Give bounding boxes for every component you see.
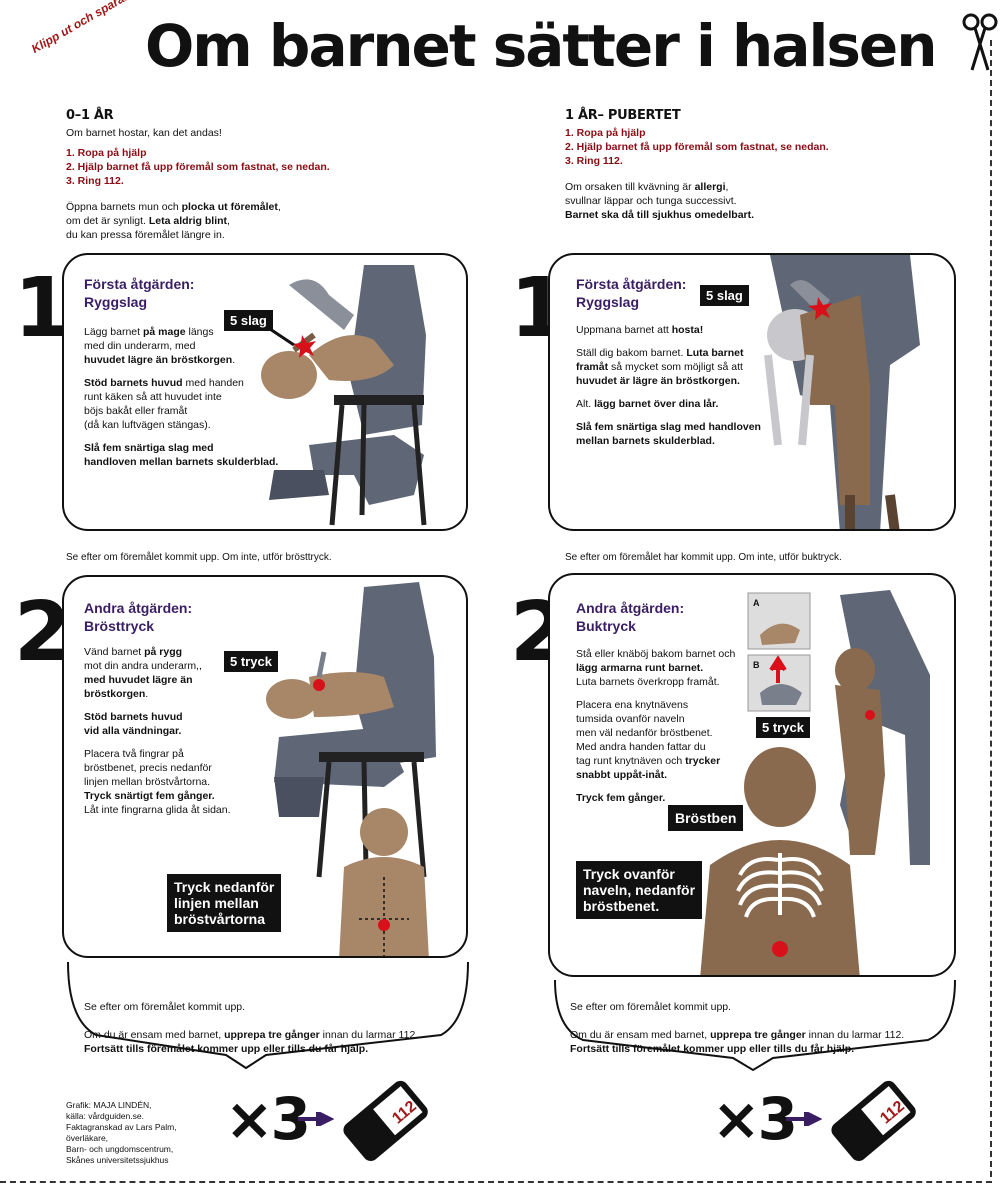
abdominal-thrust-location-label: Tryck ovanför naveln, nedanför bröstbene… xyxy=(576,861,703,919)
left-age-heading: 0–1 ÅR xyxy=(66,108,114,123)
sternum-label: Bröstben xyxy=(668,805,744,831)
chest-thrust-location-label: Tryck nedanför linjen mellan bröstvårtor… xyxy=(167,874,282,932)
right-panel2-text: Stå eller knäböj bakom barnet och lägg a… xyxy=(576,648,736,804)
right-five-blows-tag: 5 slag xyxy=(700,285,749,306)
right-arrow-icon xyxy=(786,1112,822,1126)
left-check-note-1: Se efter om föremålet kommit upp. Om int… xyxy=(66,552,332,563)
cut-line-bottom xyxy=(0,1181,992,1183)
left-step-number-1: 1 xyxy=(14,261,71,356)
right-five-thrusts-tag: 5 tryck xyxy=(756,717,810,738)
credits: Grafik: MAJA LINDÉN, källa: vårdguiden.s… xyxy=(66,1100,177,1165)
right-age-heading: 1 ÅR– PUBERTET xyxy=(565,108,681,123)
right-steps: 1. Ropa på hjälp 2. Hjälp barnet få upp … xyxy=(565,127,829,167)
right-allergy-text: Om orsaken till kvävning är allergi, svu… xyxy=(565,181,755,221)
five-thrusts-tag: 5 tryck xyxy=(224,651,278,672)
inset-a-label: A xyxy=(753,598,760,608)
left-intro: Om barnet hostar, kan det andas! xyxy=(66,127,222,139)
right-panel-abdominal-thrusts: Andra åtgärden: Buktryck A B 5 tryck Stå… xyxy=(548,573,956,977)
right-brace xyxy=(554,979,956,1072)
left-steps: 1. Ropa på hjälp 2. Hjälp barnet få upp … xyxy=(66,147,330,187)
right-panel2-title: Andra åtgärden: Buktryck xyxy=(576,600,685,634)
right-after-text: Se efter om föremålet kommit upp. Om du … xyxy=(570,1001,905,1055)
left-repeat-three-times: ×3 xyxy=(225,1085,311,1153)
left-arrow-icon xyxy=(298,1112,334,1126)
clip-and-save-stamp: Klipp ut och spara! xyxy=(29,0,131,57)
page-title: Om barnet sätter i halsen xyxy=(145,12,938,80)
left-panel1-title: Första åtgärden: Ryggslag xyxy=(84,276,195,310)
left-panel2-title: Andra åtgärden: Brösttryck xyxy=(84,600,193,634)
left-phone-icon: 112 xyxy=(330,1078,440,1178)
inset-b-label: B xyxy=(753,660,760,670)
left-after-text: Se efter om föremålet kommit upp. Om du … xyxy=(84,1001,419,1055)
right-check-note-1: Se efter om föremålet har kommit upp. Om… xyxy=(565,552,842,563)
right-phone-icon: 112 xyxy=(818,1078,928,1178)
right-panel1-title: Första åtgärden: Ryggslag xyxy=(576,276,687,310)
child-back-blows-illustration xyxy=(764,255,920,529)
five-blows-tag: 5 slag xyxy=(224,310,273,331)
left-step-number-2: 2 xyxy=(14,585,71,680)
infant-chest-thrusts-illustration xyxy=(266,582,436,956)
child-abdominal-thrusts-illustration xyxy=(700,590,930,975)
left-panel1-text: Lägg barnet på mage längs med din undera… xyxy=(84,326,279,468)
left-brace xyxy=(67,961,469,1070)
left-mouth-text: Öppna barnets mun och plocka ut föremåle… xyxy=(66,201,281,241)
right-panel1-text: Uppmana barnet att hosta! Ställ dig bako… xyxy=(576,324,761,447)
right-panel-back-blows: Första åtgärden: Ryggslag 5 slag Uppmana… xyxy=(548,253,956,531)
cut-line-right xyxy=(990,40,992,1177)
scissors-icon xyxy=(962,13,998,71)
infant-back-blows-illustration xyxy=(261,265,427,526)
left-panel-back-blows: Första åtgärden: Ryggslag 5 slag Lägg ba… xyxy=(62,253,468,531)
left-panel2-text: Vänd barnet på rygg mot din andra undera… xyxy=(84,646,231,816)
left-panel-chest-thrusts: Andra åtgärden: Brösttryck 5 tryck Vänd … xyxy=(62,575,468,958)
right-repeat-three-times: ×3 xyxy=(712,1085,798,1153)
